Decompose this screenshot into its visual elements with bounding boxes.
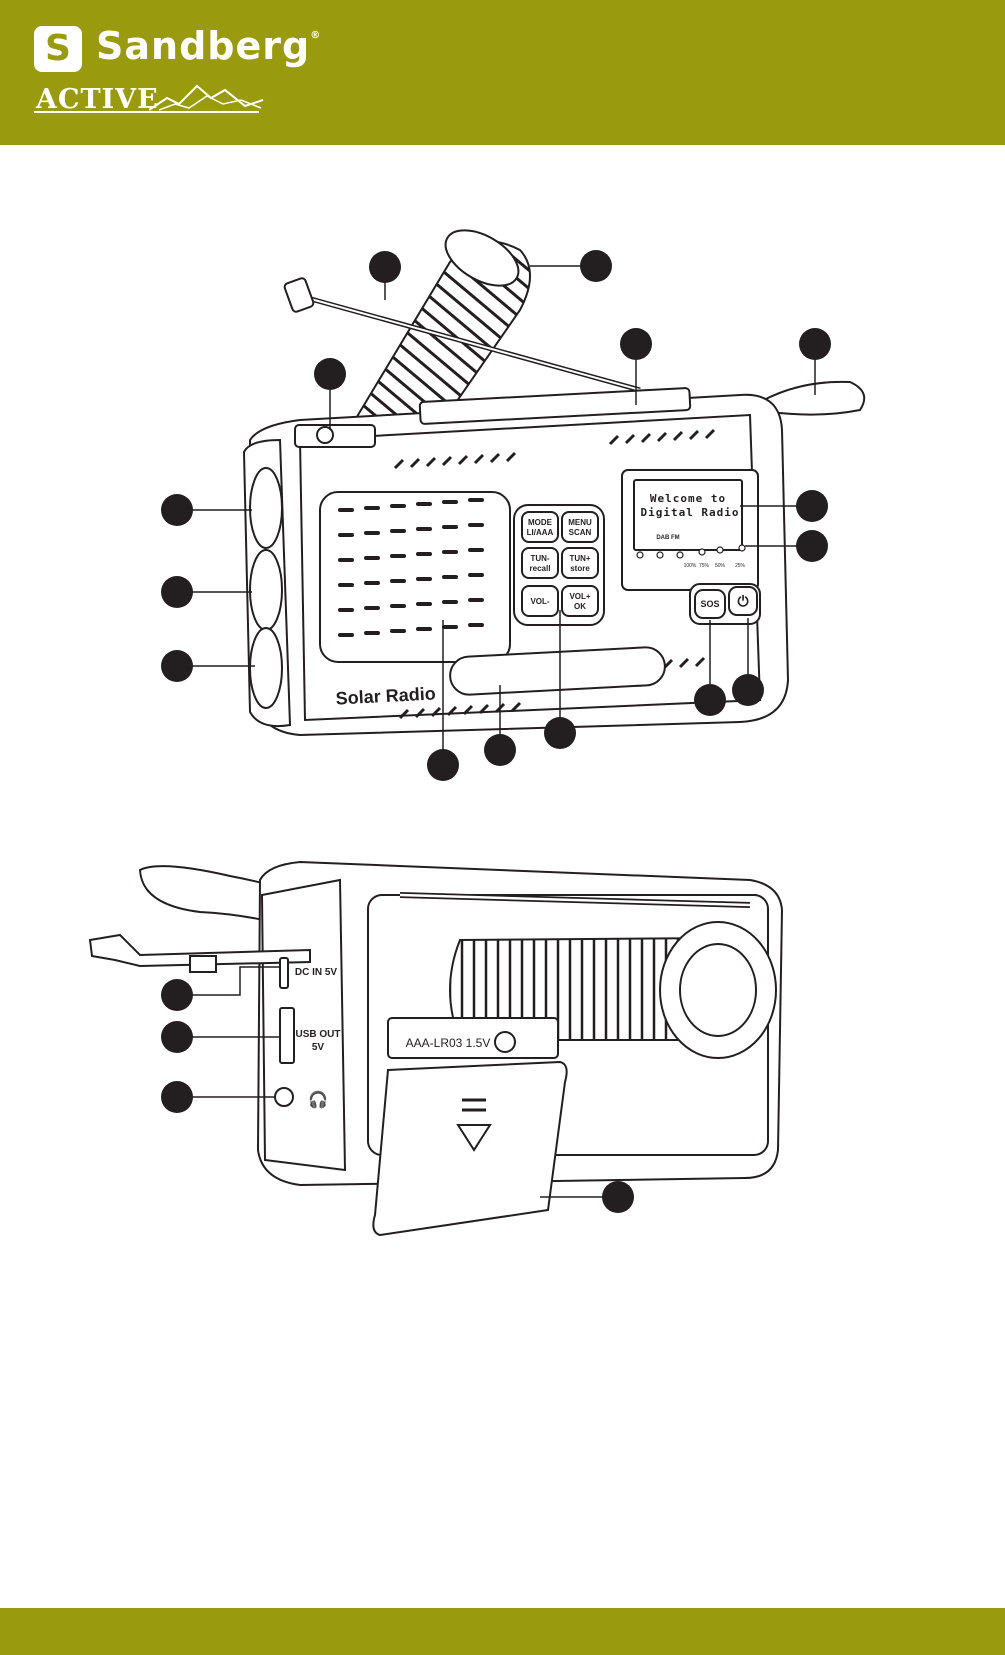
callout-battery-door (602, 1181, 634, 1213)
vol-plus-label: VOL+ (569, 592, 590, 601)
tun-plus-button[interactable] (562, 548, 598, 578)
usb-out-label: USB OUT (296, 1029, 341, 1040)
callout-headphone (161, 1081, 193, 1113)
dc-in-port (280, 958, 288, 988)
top-usb-port (295, 425, 375, 447)
display-line1: Welcome to (650, 492, 726, 505)
headphone-icon: 🎧 (308, 1090, 328, 1109)
power-icon: ⏻ (737, 593, 748, 609)
menu-scan-button[interactable] (562, 512, 598, 542)
usb-out-voltage: 5V (312, 1042, 325, 1053)
battery-level-25: 25% (735, 563, 746, 569)
menu-label: MENU (568, 518, 592, 527)
radio-front-view (244, 219, 864, 735)
vol-plus-button[interactable] (562, 586, 598, 616)
callout-leds (796, 530, 828, 562)
battery-door (373, 1062, 566, 1235)
usb-out-port (280, 1008, 294, 1063)
display-line2: Digital Radio (640, 506, 739, 519)
sos-label: SOS (700, 599, 719, 609)
vol-plus-sublabel: OK (574, 602, 586, 611)
callout-light (484, 734, 516, 766)
callout-speaker (427, 749, 459, 781)
callout-display (796, 490, 828, 522)
callout-strap (799, 328, 831, 360)
tun-plus-label: TUN+ (569, 554, 590, 563)
battery-label: AAA-LR03 1.5V (406, 1036, 491, 1050)
mode-sublabel: LI/AAA (527, 528, 554, 537)
mode-button[interactable] (522, 512, 558, 542)
side-port-panel (262, 880, 345, 1170)
callout-buttons (544, 717, 576, 749)
tun-minus-button[interactable] (522, 548, 558, 578)
callout-top-port (314, 358, 346, 390)
callout-lens-3 (161, 650, 193, 682)
dc-in-label: DC IN 5V (295, 967, 338, 978)
callout-solar (620, 328, 652, 360)
tun-plus-sublabel: store (570, 564, 590, 573)
tun-minus-label: TUN- (530, 554, 549, 563)
vol-minus-label: VOL- (530, 597, 549, 606)
callout-sos (694, 684, 726, 716)
callout-crank (580, 250, 612, 282)
callout-antenna (369, 251, 401, 283)
battery-level-50: 50% (715, 563, 726, 569)
callout-power (732, 674, 764, 706)
display-bands: DAB FM (656, 535, 679, 541)
headphone-jack (275, 1088, 293, 1106)
callout-dc-in (161, 979, 193, 1011)
callout-usb-out (161, 1021, 193, 1053)
lcd-display (622, 470, 758, 590)
product-illustration: MODE LI/AAA MENU SCAN TUN- recall TUN+ s… (0, 0, 1005, 1608)
menu-sublabel: SCAN (569, 528, 592, 537)
callout-lens-1 (161, 494, 193, 526)
speaker-grille (320, 492, 510, 662)
battery-level-75: 75% (699, 563, 710, 569)
callout-lens-2 (161, 576, 193, 608)
battery-level-100: 100% (684, 563, 697, 569)
footer-band (0, 1608, 1005, 1655)
mode-label: MODE (528, 518, 553, 527)
tun-minus-sublabel: recall (530, 564, 551, 573)
